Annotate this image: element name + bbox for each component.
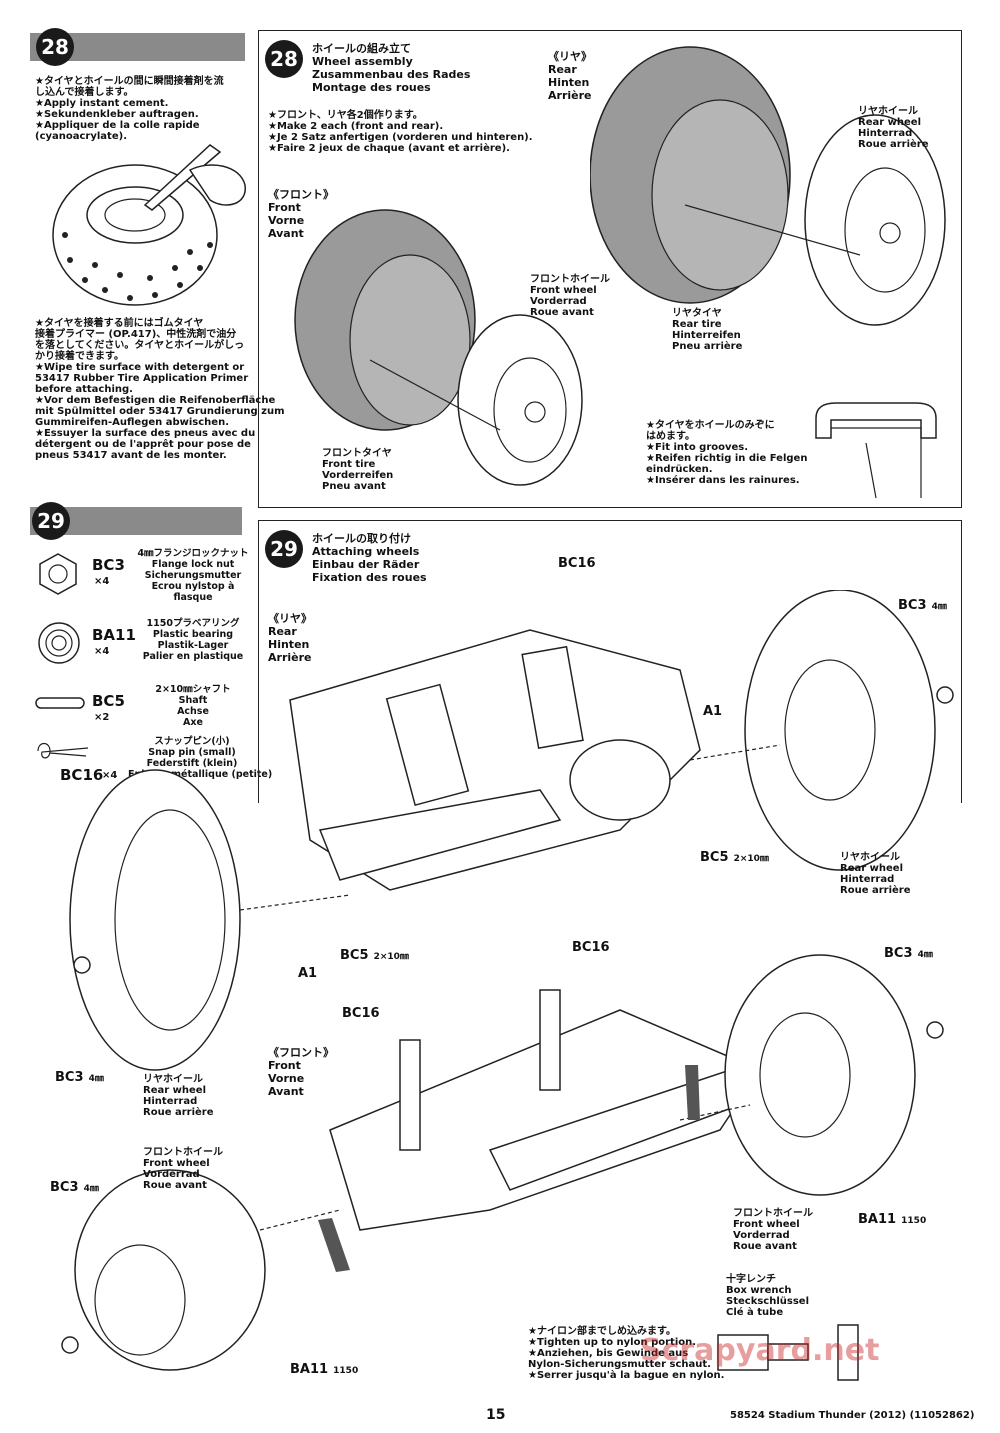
step28-front-wheel-label: フロントホイール Front wheel Vorderrad Roue avan…	[530, 274, 610, 318]
step28-rear-label: 《リヤ》 Rear Hinten Arrière	[548, 50, 592, 102]
flange-nut-icon	[39, 553, 77, 595]
part-bc5-code: BC5	[92, 692, 125, 710]
rear-assembly-line	[684, 204, 861, 256]
part-bc16: BC16 ×4 スナップピン(小) Snap pin (small) Feder…	[32, 736, 272, 786]
bc16-label-front-left: BC16	[342, 1006, 380, 1021]
part-bc16-code: BC16	[60, 766, 104, 784]
part-ba11: BA11 ×4 1150プラベアリング Plastic bearing Plas…	[32, 618, 252, 668]
part-bc3-code: BC3	[92, 556, 125, 574]
rear-tire-face	[651, 99, 789, 291]
wheel-hub	[104, 198, 166, 232]
step28-rear-wheel-drawing	[590, 46, 946, 326]
step28-front-wheel-drawing	[294, 209, 583, 486]
rear-wheel-label-right: リヤホイール Rear wheel Hinterrad Roue arrière	[840, 852, 911, 896]
groove-cross-section	[815, 402, 937, 499]
bc3-label-front-right: BC3 4㎜	[884, 946, 933, 961]
front-assembly-line	[369, 359, 501, 431]
front-left-wheel	[61, 1169, 350, 1371]
part-bc5-desc: 2×10㎜シャフト Shaft Achse Axe	[155, 684, 231, 728]
ba11-label-front-left: BA11 1150	[290, 1362, 359, 1377]
glue-tire-illustration	[52, 144, 246, 306]
part-bc5-qty: ×2	[94, 712, 110, 723]
part-bc3-qty: ×4	[94, 576, 110, 587]
glue-tube	[143, 144, 222, 211]
wrench-socket	[717, 1334, 769, 1371]
shaft-icon	[35, 697, 85, 709]
step29-front-label: 《フロント》 Front Vorne Avant	[268, 1046, 334, 1098]
snap-pin-icon	[37, 742, 89, 759]
part-bc3: BC3 ×4 4㎜フランジロックナット Flange lock nut Sich…	[32, 548, 252, 603]
hand	[188, 164, 246, 206]
rear-right-wheel	[689, 590, 954, 871]
bc5-label-rear-left: BC5 2×10㎜	[340, 948, 409, 963]
front-wheel-label-right: フロントホイール Front wheel Vorderrad Roue avan…	[733, 1208, 813, 1252]
rear-wheel-inner	[844, 167, 926, 293]
rear-wheel-hub	[879, 222, 901, 244]
part-bc5: BC5 ×2 2×10㎜シャフト Shaft Achse Axe	[32, 684, 252, 734]
step28-side-note1: ★タイヤとホイールの間に瞬間接着剤を流 し込んで接着します。 ★Apply in…	[35, 76, 224, 142]
rear-wheel-label-left: リヤホイール Rear wheel Hinterrad Roue arrière	[143, 1074, 214, 1118]
bc5-label-rear-right: BC5 2×10㎜	[700, 850, 769, 865]
bc3-label-front-left: BC3 4㎜	[50, 1180, 99, 1195]
step29-panel	[258, 520, 962, 803]
rear-wheel-shape	[804, 114, 946, 326]
front-right-wheel	[679, 954, 944, 1196]
step28-front-label: 《フロント》 Front Vorne Avant	[268, 188, 334, 240]
step29-title: ホイールの取り付け Attaching wheels Einbau der Rä…	[312, 532, 427, 584]
front-tire-face	[349, 254, 471, 426]
step29-side-number: 29	[32, 502, 70, 540]
part-ba11-code: BA11	[92, 626, 136, 644]
step28-make2-note: ★フロント、リヤ各2個作ります。 ★Make 2 each (front and…	[268, 110, 533, 154]
front-wheel-shape	[457, 314, 583, 486]
bc16-label-rear: BC16	[558, 556, 596, 571]
page-number: 15	[486, 1407, 506, 1423]
box-wrench-label: 十字レンチ Box wrench Steckschlüssel Clé à tu…	[726, 1274, 810, 1318]
rear-chassis	[289, 629, 701, 891]
step28-rear-tire-label: リヤタイヤ Rear tire Hinterreifen Pneu arrièr…	[672, 308, 743, 352]
front-chassis	[329, 989, 782, 1231]
step29-assembly-drawing	[61, 590, 954, 1371]
ba11-label-front-right: BA11 1150	[858, 1212, 927, 1227]
rear-left-wheel	[69, 769, 351, 1071]
step28-panel	[258, 30, 962, 508]
watermark: Scrapyard.net	[640, 1333, 880, 1368]
bearing-icon	[38, 622, 80, 664]
part-ba11-desc: 1150プラベアリング Plastic bearing Plastik-Lage…	[142, 618, 244, 662]
part-ba11-qty: ×4	[94, 646, 110, 657]
step28-front-tire-label: フロントタイヤ Front tire Vorderreifen Pneu ava…	[322, 448, 394, 492]
step29-number: 29	[265, 530, 303, 568]
bc3-label-rear-right: BC3 4㎜	[898, 598, 947, 613]
box-wrench-illustration	[717, 1324, 859, 1381]
front-wheel-hub	[524, 401, 546, 423]
part-bc3-desc: 4㎜フランジロックナット Flange lock nut Sicherungsm…	[137, 548, 249, 603]
document-id: 58524 Stadium Thunder (2012) (11052862)	[730, 1410, 975, 1421]
bc16-label-front-top: BC16	[572, 940, 610, 955]
step28-side-note2: ★タイヤを接着する前にはゴムタイヤ 接着プライマー (OP.417)、中性洗剤で…	[35, 318, 285, 461]
front-wheel-inner	[493, 357, 567, 463]
part-bc16-desc: スナップピン(小) Snap pin (small) Federstift (k…	[128, 736, 273, 780]
step28-title: ホイールの組み立て Wheel assembly Zusammenbau des…	[312, 42, 471, 94]
tire-spikes	[62, 232, 213, 301]
tighten-note: ★ナイロン部までしめ込みます。 ★Tighten up to nylon por…	[528, 1326, 725, 1381]
step29-rear-label: 《リヤ》 Rear Hinten Arrière	[268, 612, 312, 664]
part-bc16-qty: ×4	[102, 770, 118, 781]
step28-side-number: 28	[36, 28, 74, 66]
a1-label-rear-left: A1	[298, 966, 318, 981]
step28-grooves-note: ★タイヤをホイールのみぞに はめます。 ★Fit into grooves. ★…	[646, 420, 808, 486]
step28-number: 28	[265, 40, 303, 78]
wheel-hub-section	[837, 1324, 859, 1381]
bc3-label-rear-left: BC3 4㎜	[55, 1070, 104, 1085]
a1-label-rear-right: A1	[703, 704, 723, 719]
front-wheel-label-left: フロントホイール Front wheel Vorderrad Roue avan…	[143, 1147, 223, 1191]
step28-rear-wheel-label: リヤホイール Rear wheel Hinterrad Roue arrière	[858, 106, 929, 150]
